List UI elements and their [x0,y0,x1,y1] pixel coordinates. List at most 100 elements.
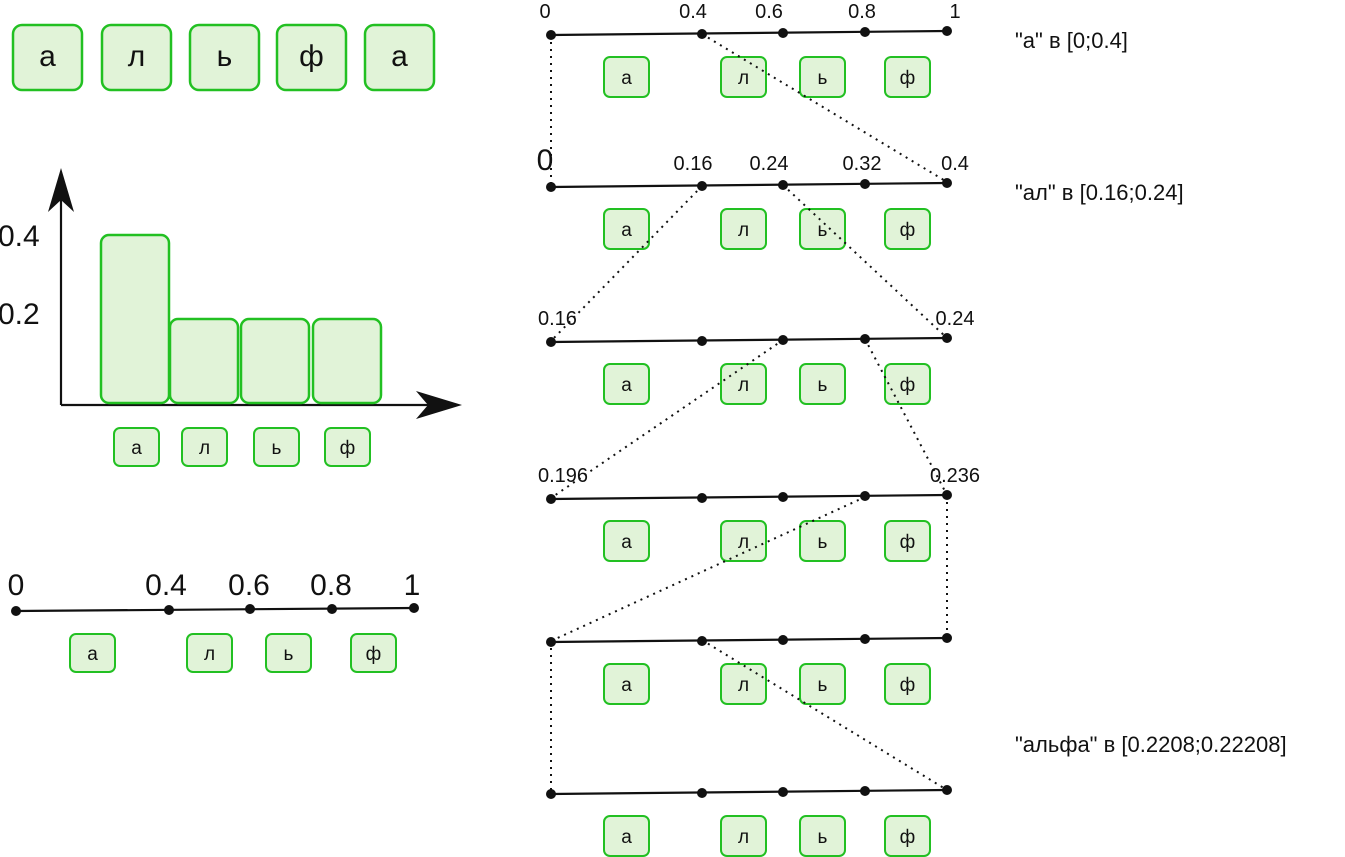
tick-point [546,182,556,192]
segment-letter-label: л [738,220,749,241]
dotted-connector [701,639,948,791]
interval-line [550,336,948,344]
dotted-connector [701,33,948,183]
tick-point [11,606,21,616]
tick-point [546,789,556,799]
tick-label: 0.24 [750,153,789,175]
segment-letter-label: ь [818,375,828,396]
segment-letter-label: ь [818,675,828,696]
x-axis-arrow-icon [416,391,462,419]
segment-letter-box: а [603,663,650,705]
segment-letter-box: ф [884,208,931,250]
tick-label: 0.8 [848,1,876,23]
segment-letter-box: ф [884,520,931,562]
interval-line [550,788,948,796]
segment-letter-label: ф [900,220,916,241]
segment-letter-label: ь [818,68,828,89]
segment-letter-label: а [621,532,632,553]
interval-line [550,493,948,501]
tick-label: 0.236 [930,465,980,487]
tick-point [778,787,788,797]
segment-letter-box: а [603,520,650,562]
hist-letter-box: ь [253,427,300,467]
segment-letter-label: а [87,644,98,665]
tick-label: 0.4 [145,569,187,602]
tick-point [245,604,255,614]
tick-point [860,786,870,796]
tick-point [697,493,707,503]
tick-label: 0.4 [941,153,969,175]
tick-point [164,605,174,615]
word-letter-label: а [391,40,408,73]
segment-letter-label: ь [284,644,294,665]
interval-connectors [550,33,948,793]
tick-point [942,26,952,36]
segment-letter-label: ф [900,375,916,396]
segment-letter-label: ф [900,68,916,89]
tick-point [409,603,419,613]
segment-letter-box: а [603,363,650,405]
segment-letter-box: л [720,815,767,857]
y-tick-label: 0.4 [0,220,40,253]
segment-letter-label: л [738,532,749,553]
segment-letter-box: ф [884,363,931,405]
tick-point [860,27,870,37]
tick-label: 0 [8,569,25,602]
segment-letter-label: а [621,220,632,241]
segment-letter-label: л [738,68,749,89]
step-note: "а" в [0;0.4] [1015,28,1128,53]
word-letter-label: ь [217,40,233,73]
segment-letter-box: ф [350,633,397,673]
histogram-bars [99,233,383,405]
dotted-connector [550,496,866,642]
segment-letter-box: л [720,520,767,562]
interval-line [15,606,415,613]
interval-line [550,636,948,644]
segment-letter-box: ь [265,633,312,673]
segment-letter-box: ь [799,208,846,250]
hist-letter-label: а [131,438,142,459]
segment-letter-label: л [738,827,749,848]
word-letter-box: ь [188,23,261,92]
word-letter-box: а [11,23,84,92]
tick-point [860,634,870,644]
tick-point [860,179,870,189]
tick-label: 0.6 [228,569,270,602]
base-interval-line: 0 0.4 0.6 0.8 1 а л ь ф [8,569,421,673]
tick-label: 0.16 [538,308,577,330]
word-letter-label: а [39,40,56,73]
dotted-connector [782,184,948,339]
segment-letter-label: ф [900,532,916,553]
tick-point [778,28,788,38]
segment-letter-box: л [720,363,767,405]
y-tick-label: 0.2 [0,298,40,331]
tick-label: 0.16 [674,153,713,175]
segment-letter-label: а [621,68,632,89]
tick-point [778,635,788,645]
segment-letter-label: ь [818,220,828,241]
word-letters: а л ь ф а [11,23,436,92]
segment-letter-label: а [621,375,632,396]
segment-letter-box: ь [799,520,846,562]
interval-line [550,29,948,37]
tick-label: 1 [404,569,421,602]
tick-point [697,788,707,798]
segment-letter-label: а [621,827,632,848]
word-letter-box: а [363,23,436,92]
word-letter-label: ф [299,40,324,73]
segment-letter-box: ф [884,663,931,705]
hist-letter-label: ф [340,438,356,459]
dotted-connector [864,338,948,496]
segment-letter-box: л [720,56,767,98]
segment-letter-box: ь [799,815,846,857]
tick-label: 0.6 [755,1,783,23]
hist-letter-box: а [113,427,160,467]
hist-letter-box: ф [324,427,371,467]
histogram: 0.4 0.2 а л ь ф [0,168,462,467]
